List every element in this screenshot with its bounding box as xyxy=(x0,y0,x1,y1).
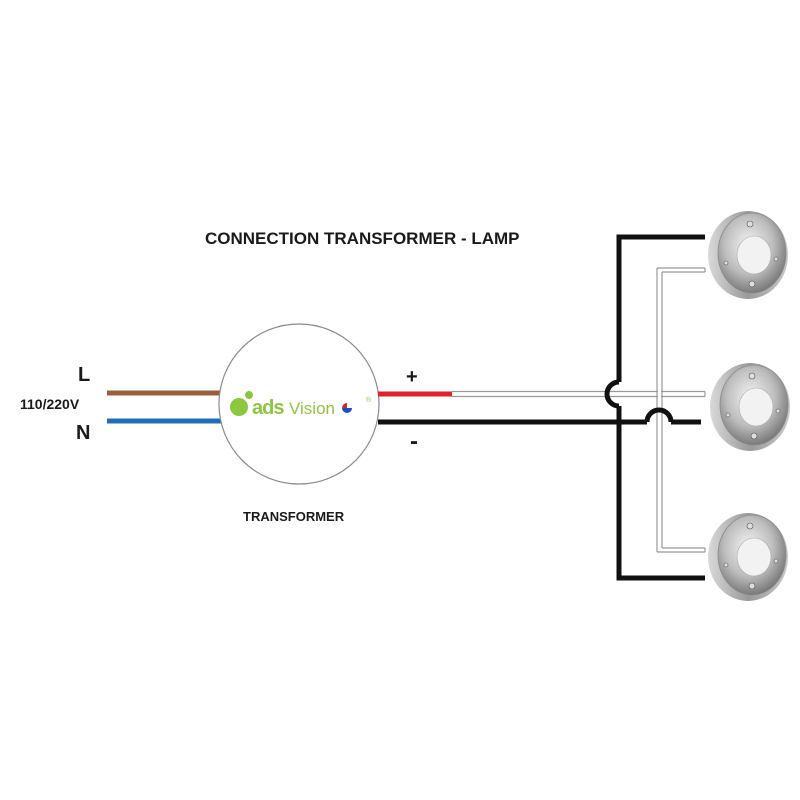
lamp-middle xyxy=(710,363,790,451)
logo-text-vision: Vision xyxy=(289,399,335,418)
screw-icon xyxy=(725,412,731,418)
screw-icon xyxy=(775,408,781,414)
negative-bus xyxy=(378,234,705,581)
logo-dot-small xyxy=(245,391,253,399)
ads-vision-logo: ads Vision ® xyxy=(230,391,372,419)
transformer-label: TRANSFORMER xyxy=(243,509,345,524)
neutral-label: N xyxy=(76,422,91,444)
screw-icon xyxy=(723,562,729,568)
lamp-lens xyxy=(738,387,774,427)
logo-registered: ® xyxy=(366,396,372,404)
screw-icon xyxy=(748,372,756,380)
lamp-lens xyxy=(736,235,772,275)
screw-icon xyxy=(723,260,729,266)
screw-icon xyxy=(773,256,779,262)
transformer-body xyxy=(218,323,380,485)
lamp-lens xyxy=(736,537,772,577)
lamp-top xyxy=(708,211,788,299)
voltage-label: 110/220V xyxy=(20,396,80,412)
line-label: L xyxy=(78,364,91,386)
screw-icon xyxy=(748,280,756,288)
negative-label: - xyxy=(410,428,418,455)
logo-text-ads: ads xyxy=(252,397,284,419)
screw-icon xyxy=(750,432,758,440)
logo-dot-large xyxy=(230,398,248,416)
diagram-title: CONNECTION TRANSFORMER - LAMP xyxy=(205,229,520,248)
screw-icon xyxy=(746,220,754,228)
screw-icon xyxy=(748,582,756,590)
logo-o-blue xyxy=(342,408,352,413)
screw-icon xyxy=(746,522,754,530)
logo-o-red xyxy=(342,403,347,408)
screw-icon xyxy=(773,558,779,564)
positive-label: + xyxy=(406,366,418,388)
lamp-bottom xyxy=(708,513,788,601)
